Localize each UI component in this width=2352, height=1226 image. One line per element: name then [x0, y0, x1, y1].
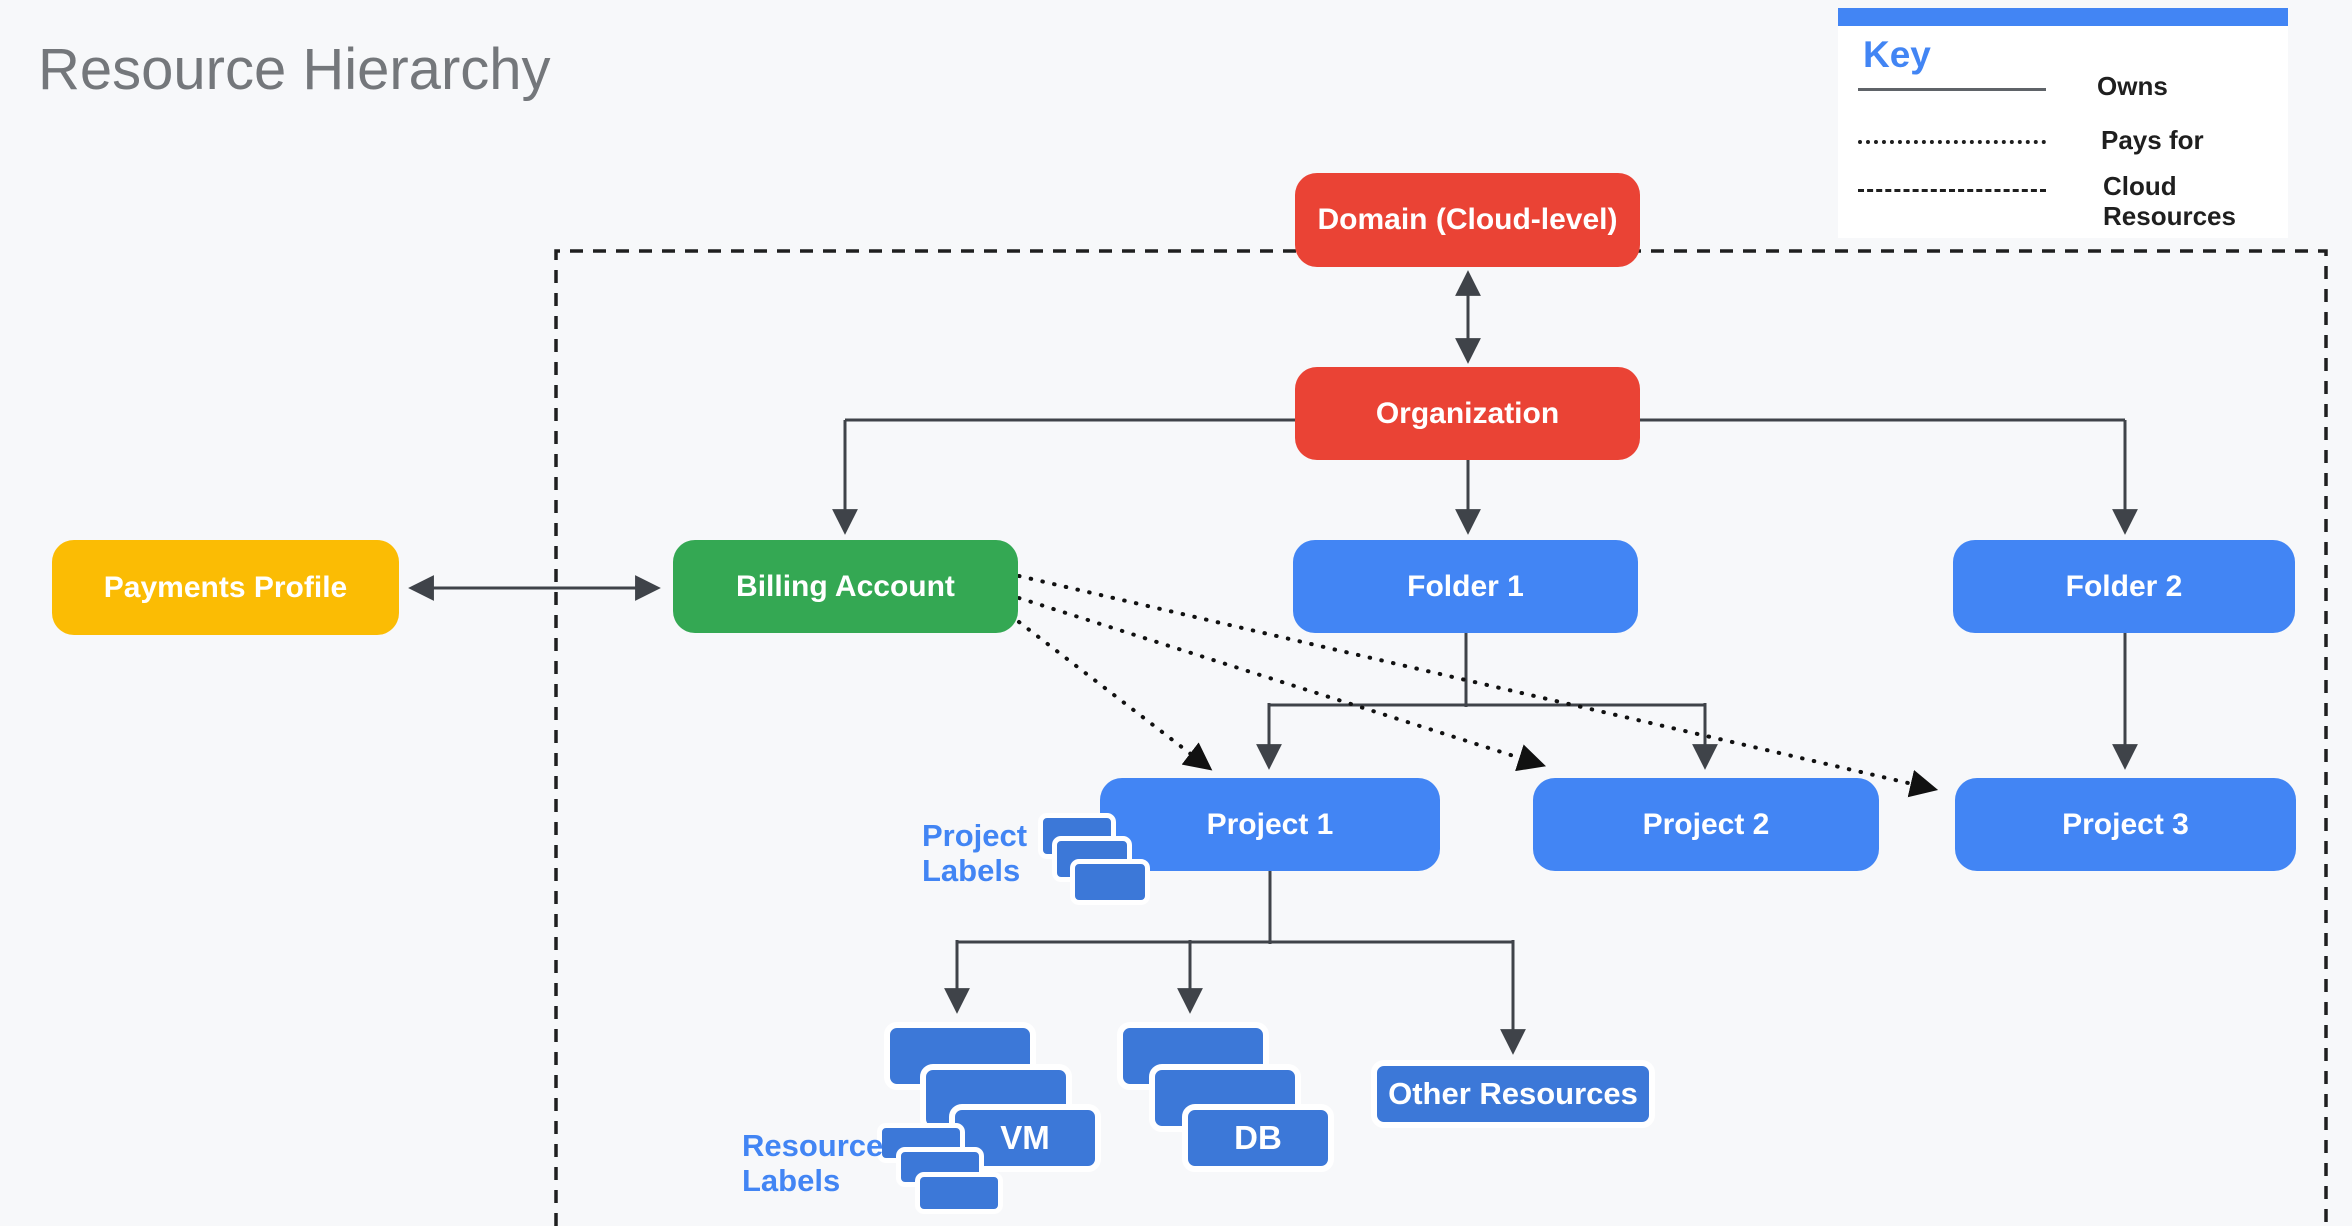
- resource-labels-stack-icon: [915, 1172, 1003, 1214]
- node-project-1: Project 1: [1100, 778, 1440, 871]
- billing-project1-dotted-arrow: [1017, 620, 1213, 771]
- node-payments-profile: Payments Profile: [52, 540, 399, 635]
- resource-labels-line1: Resource: [742, 1128, 884, 1163]
- node-billing-account: Billing Account: [673, 540, 1018, 633]
- project-labels-line1: Project: [922, 818, 1028, 853]
- node-folder-2: Folder 2: [1953, 540, 2295, 633]
- billing-project2-dotted-arrow: [1017, 596, 1547, 772]
- cloud-resources-boundary: [554, 249, 2328, 1226]
- node-project-2: Project 2: [1533, 778, 1879, 871]
- legend-title: Key: [1863, 34, 1931, 75]
- cloud-resources-line-sample: [1858, 189, 2046, 192]
- project-labels-line2: Labels: [922, 853, 1021, 888]
- cloud-resources-label: Cloud Resources: [2103, 171, 2236, 231]
- resource-labels-annotation: Resource Labels: [742, 1128, 883, 1198]
- pays-for-label: Pays for: [2101, 125, 2204, 155]
- node-organization: Organization: [1295, 367, 1640, 460]
- owns-line-sample: [1858, 88, 2046, 91]
- pays-for-line-sample: [1858, 140, 2046, 144]
- node-other-resources: Other Resources: [1371, 1060, 1655, 1128]
- resource-labels-line2: Labels: [742, 1163, 841, 1198]
- node-db: DB: [1182, 1104, 1334, 1172]
- billing-project3-dotted-arrow: [1017, 574, 1939, 798]
- legend: Key Owns Pays for Cloud Resources: [1838, 8, 2288, 238]
- project-labels-stack-icon: [1070, 859, 1150, 905]
- node-project-3: Project 3: [1955, 778, 2296, 871]
- owns-label: Owns: [2097, 71, 2168, 101]
- legend-top-bar: [1838, 8, 2288, 26]
- node-domain: Domain (Cloud-level): [1295, 173, 1640, 267]
- page-title: Resource Hierarchy: [38, 37, 551, 102]
- project-labels-annotation: Project Labels: [922, 818, 1027, 888]
- pays-for-connectors: [1017, 574, 1939, 798]
- owns-connectors: [408, 270, 2138, 1055]
- node-folder-1: Folder 1: [1293, 540, 1638, 633]
